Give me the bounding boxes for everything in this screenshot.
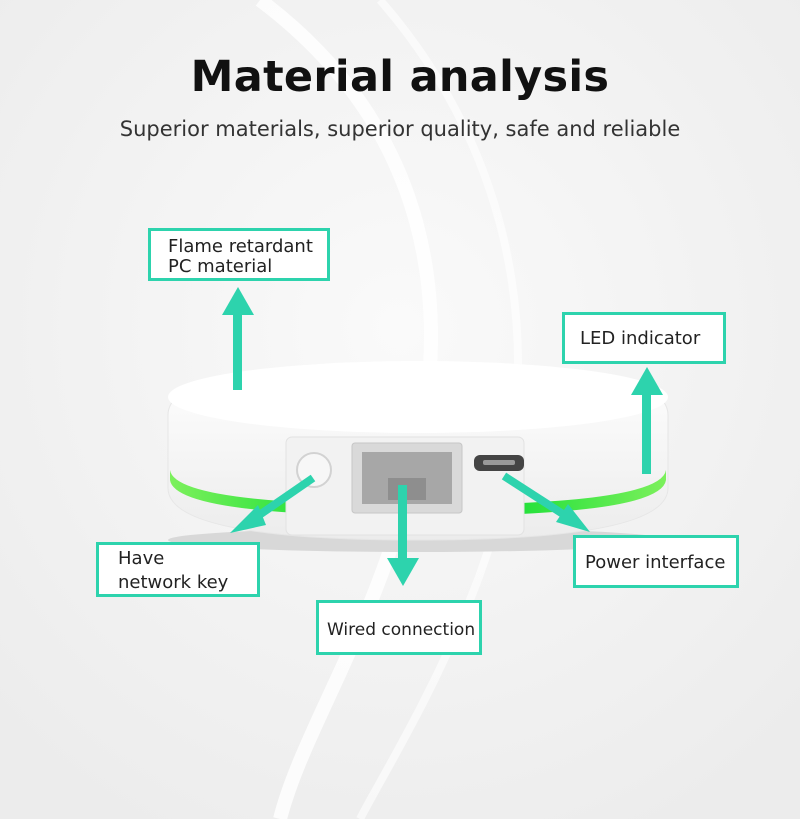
arrow-down-icon — [387, 485, 419, 586]
callout-led-indicator: LED indicator — [562, 312, 726, 364]
callout-power-label: Power interface — [585, 552, 726, 573]
callout-wired-label: Wired connection — [327, 620, 476, 640]
callout-network-key-line1: Have — [118, 548, 165, 569]
callout-led-label: LED indicator — [580, 328, 701, 349]
page-title: Material analysis — [190, 52, 610, 102]
callout-flame-retardant: Flame retardant PC material — [148, 228, 330, 281]
callout-network-key-line2: network key — [118, 572, 229, 593]
arrow-diagonal-icon — [230, 474, 316, 533]
arrow-up-icon — [631, 367, 663, 474]
callout-flame-line1: Flame retardant — [168, 236, 313, 257]
callout-power-interface: Power interface — [573, 535, 739, 588]
arrow-up-icon — [222, 287, 254, 390]
callout-wired-connection: Wired connection — [316, 600, 482, 655]
callout-network-key: Have network key — [96, 542, 260, 597]
arrow-diagonal-icon — [501, 472, 590, 532]
callout-flame-line2: PC material — [168, 256, 273, 277]
page-subtitle: Superior materials, superior quality, sa… — [119, 117, 681, 141]
